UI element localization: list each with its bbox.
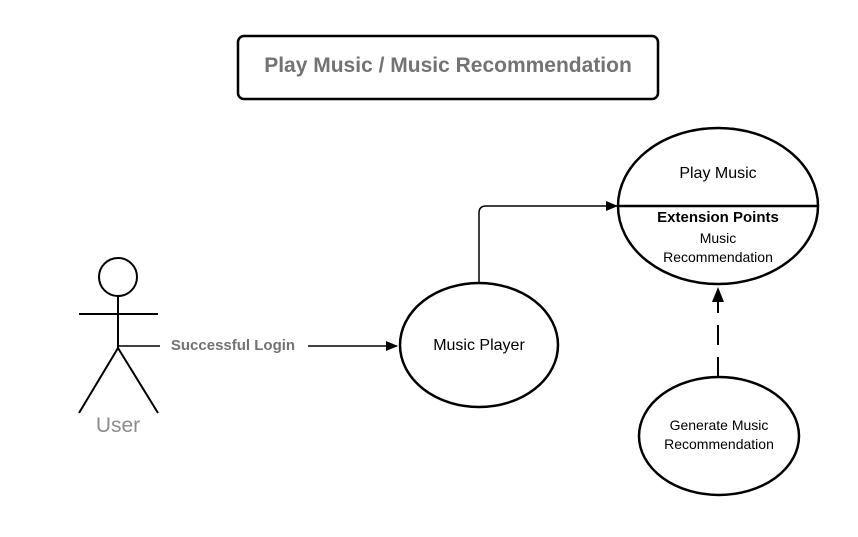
actor-user[interactable]	[78, 257, 159, 414]
extension-points-title: Extension Points	[657, 209, 779, 226]
edge-login: Successful Login	[118, 337, 398, 354]
actor-left-leg	[78, 347, 119, 414]
node-generate-line1: Generate Music	[670, 417, 769, 433]
edge-login-label: Successful Login	[171, 337, 295, 354]
extension-point-line1: Music	[700, 230, 737, 246]
actor-right-leg	[117, 347, 159, 414]
node-music-player[interactable]: Music Player	[398, 281, 560, 409]
edge-player-to-play	[478, 201, 618, 283]
actor-head	[98, 257, 138, 297]
node-play-music[interactable]: Play Music Extension Points Music Recomm…	[616, 126, 820, 286]
actor-label: User	[96, 414, 140, 437]
diagram-title: Play Music / Music Recommendation	[264, 54, 632, 77]
node-generate-line2: Recommendation	[664, 436, 774, 452]
title-box: Play Music / Music Recommendation	[236, 34, 660, 101]
edge-extend-arrowhead	[712, 287, 724, 302]
node-generate-recommendation[interactable]: Generate Music Recommendation	[637, 375, 801, 497]
node-play-music-label: Play Music	[679, 165, 756, 182]
extension-point-line2: Recommendation	[663, 249, 773, 265]
node-music-player-label: Music Player	[433, 337, 525, 354]
